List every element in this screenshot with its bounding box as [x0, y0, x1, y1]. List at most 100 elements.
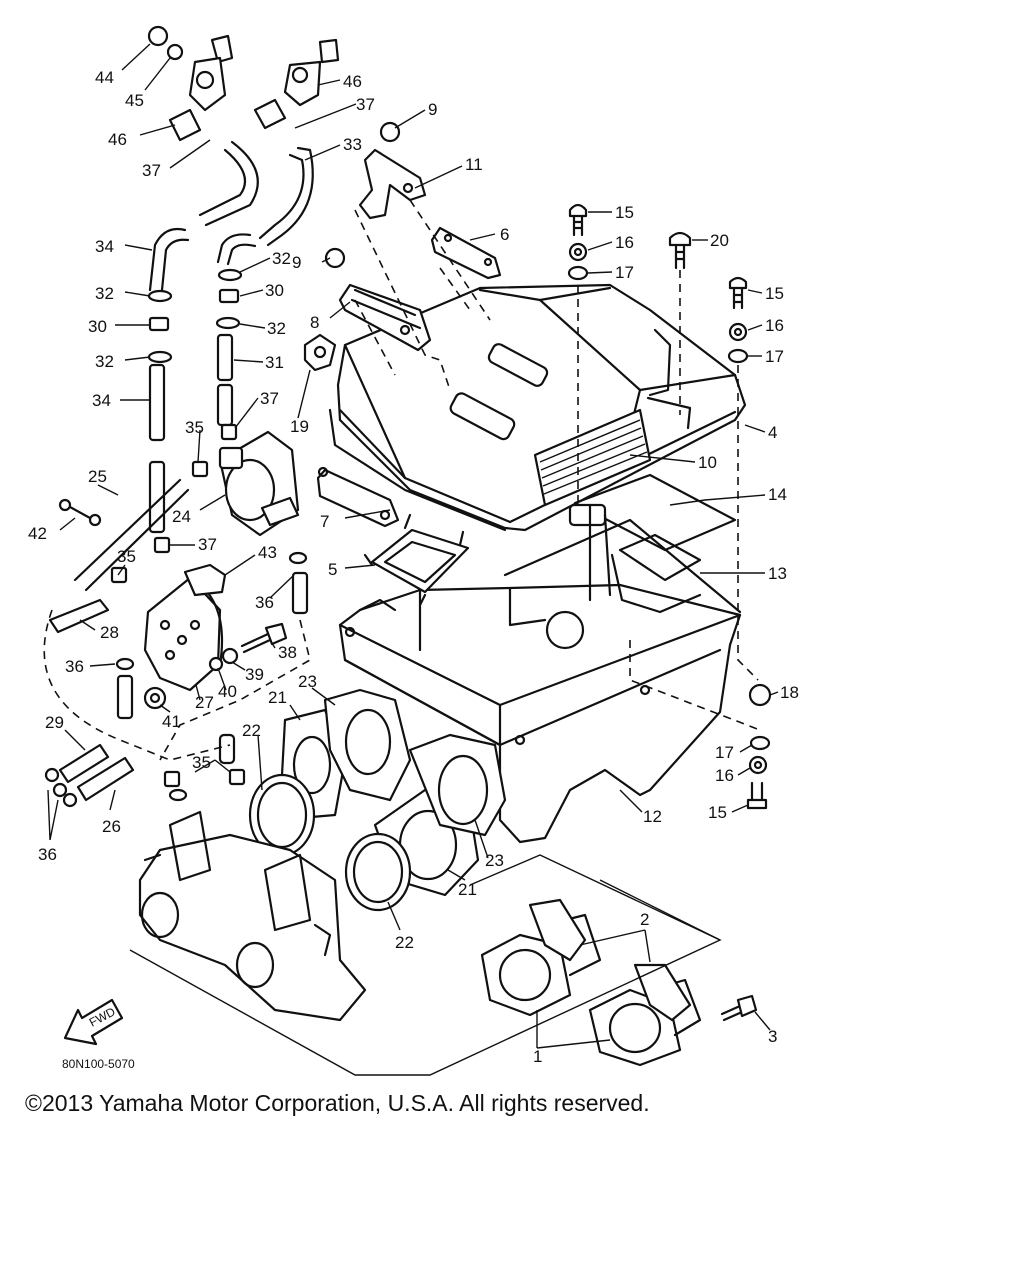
callout-32-a: 32 [95, 284, 114, 303]
callout-16-right: 16 [765, 316, 784, 335]
callout-31: 31 [265, 353, 284, 372]
callout-26: 26 [102, 817, 121, 836]
nut-9-mid [324, 247, 346, 269]
callout-41: 41 [162, 712, 181, 731]
callout-24: 24 [172, 507, 191, 526]
carb-joint-23-left [323, 688, 412, 802]
bolt-15-top [568, 203, 588, 237]
callout-43: 43 [258, 543, 277, 562]
callout-16-bottom: 16 [715, 766, 734, 785]
air-filter-element [533, 408, 652, 507]
callout-37-d: 37 [198, 535, 217, 554]
bracket-11 [358, 148, 427, 220]
nut-16-top [568, 242, 588, 262]
callout-35-top: 35 [185, 418, 204, 437]
callout-38: 38 [278, 643, 297, 662]
bolt-15-right [728, 276, 748, 310]
callout-37-c: 37 [260, 389, 279, 408]
nut-9-top [379, 121, 401, 143]
callout-8: 8 [310, 313, 319, 332]
washer-45 [166, 43, 184, 61]
callout-4: 4 [768, 423, 777, 442]
carb-joint-23-right [408, 733, 507, 837]
callout-10: 10 [698, 453, 717, 472]
callout-1: 1 [533, 1047, 542, 1066]
callout-6: 6 [500, 225, 509, 244]
air-filter-case-seal [328, 408, 507, 532]
callout-40: 40 [218, 682, 237, 701]
bolt-3 [720, 994, 758, 1022]
clip-42 [58, 498, 102, 527]
callout-22-right: 22 [395, 933, 414, 952]
air-vent-valve-right [253, 38, 340, 130]
hose-31 [216, 333, 234, 427]
nut-18 [748, 683, 772, 707]
callout-21-right: 21 [458, 880, 477, 899]
band-22-left [248, 773, 316, 857]
dashed-assembly-outline [43, 609, 722, 1076]
callout-42: 42 [28, 524, 47, 543]
callout-37-right: 37 [356, 95, 375, 114]
bolt-20 [668, 231, 692, 415]
joint-plate [363, 513, 470, 607]
clamps-32-30 [147, 268, 243, 364]
callout-36-bottom: 36 [38, 845, 57, 864]
callout-36-mid: 36 [255, 593, 274, 612]
callout-30-left: 30 [88, 317, 107, 336]
callout-2: 2 [640, 910, 649, 929]
case-joint-bracket [568, 503, 612, 602]
clamp-37-b [153, 536, 171, 554]
clamp-2-right [633, 963, 692, 1022]
hose-34-lower [148, 363, 166, 534]
callout-23-left: 23 [298, 672, 317, 691]
air-cut-valve-27 [143, 576, 224, 692]
callout-28: 28 [100, 623, 119, 642]
exploded-parts-diagram: FWD 80N100-5070 [28, 25, 799, 1076]
diaphragm-unit-24 [218, 430, 300, 537]
callout-33: 33 [343, 135, 362, 154]
band-22-right [344, 832, 412, 912]
bolt-15-bottom [746, 781, 768, 810]
callout-16-top: 16 [615, 233, 634, 252]
callout-19: 19 [290, 417, 309, 436]
callout-numbers: 44 45 46 37 34 32 30 32 34 46 37 33 32 3… [28, 68, 799, 1066]
callout-12: 12 [643, 807, 662, 826]
callout-39: 39 [245, 665, 264, 684]
clamp-37-a [220, 423, 238, 441]
breather-fitting-19 [303, 333, 337, 372]
leader-lines [47, 43, 779, 1049]
callout-23-right: 23 [485, 851, 504, 870]
cap-44 [147, 25, 169, 47]
callout-22-left: 22 [242, 721, 261, 740]
hose-36-mid [288, 551, 309, 615]
callout-5: 5 [328, 560, 337, 579]
hose-26 [76, 756, 135, 802]
bracket-6 [430, 226, 502, 280]
clamp-35-b [110, 566, 128, 584]
callout-18: 18 [780, 683, 799, 702]
callout-15-right: 15 [765, 284, 784, 303]
washer-17-right [727, 348, 749, 364]
callout-17-bottom: 17 [715, 743, 734, 762]
copyright-notice: ©2013 Yamaha Motor Corporation, U.S.A. A… [25, 1090, 650, 1116]
air-filter-case-cover [336, 283, 747, 532]
clamp-35-a [191, 460, 209, 478]
callout-46-left: 46 [108, 130, 127, 149]
callout-11: 11 [465, 155, 483, 174]
hose-28 [48, 598, 110, 634]
bracket-8 [338, 283, 432, 352]
callout-9-top: 9 [428, 100, 437, 119]
clamp-2-left [528, 898, 587, 962]
callout-34-upper: 34 [95, 237, 114, 256]
diagram-code: 80N100-5070 [62, 1057, 135, 1071]
clamp-43 [183, 563, 227, 597]
callout-34-lower: 34 [92, 391, 111, 410]
washer-39-40 [208, 647, 239, 672]
callout-35-bottom: 35 [192, 753, 211, 772]
callout-7: 7 [320, 512, 329, 531]
hose-33 [198, 140, 314, 247]
callout-37-left: 37 [142, 161, 161, 180]
callout-32-b: 32 [95, 352, 114, 371]
callout-21-left: 21 [268, 688, 287, 707]
